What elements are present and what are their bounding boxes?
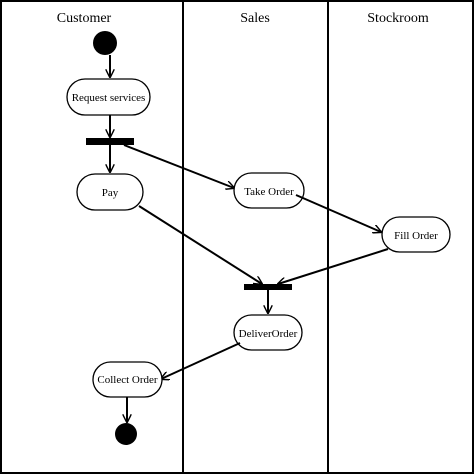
lane-title-customer: Customer bbox=[57, 11, 112, 26]
activity-pay-label: Pay bbox=[102, 187, 119, 199]
edge-take-order-to-fill-order bbox=[295, 194, 381, 232]
activity-fill-order-label: Fill Order bbox=[394, 230, 438, 242]
initial-node bbox=[93, 31, 117, 55]
activity-request-services bbox=[66, 78, 151, 116]
lane-title-stockroom: Stockroom bbox=[367, 11, 429, 26]
activity-pay bbox=[76, 173, 144, 211]
lane-title-sales: Sales bbox=[240, 11, 270, 26]
edge-fork-to-take-order bbox=[123, 144, 234, 188]
activity-request-services-label: Request services bbox=[72, 92, 146, 104]
edge-deliver-to-collect-order bbox=[161, 342, 241, 379]
edge-fill-order-to-join bbox=[278, 248, 389, 284]
activity-take-order-label: Take Order bbox=[244, 186, 294, 198]
final-node bbox=[115, 423, 137, 445]
edge-pay-to-join bbox=[138, 205, 262, 284]
activity-fill-order bbox=[381, 216, 451, 253]
join-bar bbox=[244, 284, 292, 290]
activity-deliver-order-label: DeliverOrder bbox=[239, 328, 298, 340]
activity-take-order bbox=[233, 172, 305, 209]
activity-collect-order-label: Collect Order bbox=[97, 374, 158, 386]
activity-deliver-order bbox=[233, 314, 303, 351]
fork-bar bbox=[86, 138, 134, 145]
